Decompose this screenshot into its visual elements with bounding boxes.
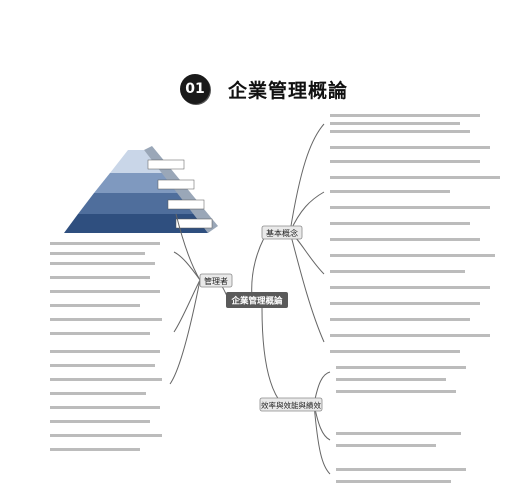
leaf-text-line [330, 302, 480, 305]
pyramid-label-box [167, 199, 205, 210]
pyramid-level-mid [94, 173, 178, 193]
leaf-text-line [50, 434, 162, 437]
branch-label-basic: 基本概念 [266, 228, 298, 238]
pyramid-label-box [157, 179, 195, 190]
leaf-text-line [330, 334, 490, 337]
leaf-text-line [330, 238, 480, 241]
branch-label-efficiency: 效率與效能與績效 [261, 400, 321, 410]
leaf-text-line [330, 270, 465, 273]
center-node: 企業管理概論 [226, 292, 288, 308]
connector-efficiency-branch [313, 403, 331, 475]
leaf-text-line [336, 480, 451, 483]
leaf-column-right [330, 114, 500, 353]
connector-basic-branch [289, 231, 325, 343]
leaf-text-line [336, 366, 466, 369]
leaf-text-line [50, 332, 150, 335]
leaf-text-line [330, 222, 470, 225]
leaf-text-line [50, 392, 146, 395]
leaf-text-line [50, 304, 140, 307]
leaf-text-line [330, 176, 500, 179]
leaf-text-line [50, 364, 155, 367]
leaf-text-line [330, 146, 490, 149]
leaf-text-line [336, 468, 466, 471]
leaf-text-line [50, 252, 145, 255]
leaf-text-line [50, 242, 160, 245]
branch-node-basic: 基本概念 [261, 225, 303, 240]
leaf-text-line [330, 254, 495, 257]
connector-basic-branch [289, 123, 325, 233]
leaf-text-line [330, 190, 450, 193]
leaf-text-line [50, 276, 150, 279]
leaf-text-line [336, 432, 461, 435]
leaf-text-line [50, 290, 160, 293]
leaf-text-line [330, 160, 480, 163]
pyramid-graphic [64, 146, 218, 233]
chapter-badge: 01 [180, 74, 210, 104]
leaf-text-line [336, 444, 436, 447]
connector-managers-branch [169, 279, 201, 385]
leaf-text-line [330, 122, 460, 125]
leaf-text-line [50, 350, 160, 353]
pyramid-level-low [78, 193, 194, 214]
leaf-text-line [330, 318, 470, 321]
leaf-text-line [330, 286, 490, 289]
page-title: 企業管理概論 [228, 80, 349, 102]
pyramid-label-box [175, 218, 213, 229]
leaf-text-line [50, 318, 162, 321]
branch-label-managers: 管理者 [204, 276, 228, 286]
leaf-text-line [330, 130, 470, 133]
leaf-column-left [50, 242, 162, 451]
leaf-text-line [50, 406, 160, 409]
connector-center-to-efficiency [261, 307, 283, 405]
connector-managers-branch [173, 279, 201, 333]
pyramid-level-base [64, 214, 208, 233]
connector-managers-branch [175, 213, 201, 281]
leaf-text-line [50, 378, 162, 381]
leaf-text-line [50, 262, 155, 265]
leaf-text-line [330, 114, 480, 117]
leaf-text-line [330, 350, 460, 353]
branch-node-managers: 管理者 [199, 273, 233, 288]
leaf-text-line [330, 206, 490, 209]
leaf-column-bottom [336, 366, 466, 483]
leaf-text-line [50, 420, 150, 423]
leaf-text-line [50, 448, 140, 451]
center-node-label: 企業管理概論 [230, 296, 283, 307]
leaf-text-line [336, 378, 446, 381]
branch-node-efficiency: 效率與效能與績效 [259, 397, 323, 412]
connector-managers-branch [173, 251, 201, 281]
pyramid-label-box [147, 159, 185, 170]
connector-center-to-basic [251, 237, 265, 299]
leaf-text-line [336, 390, 456, 393]
